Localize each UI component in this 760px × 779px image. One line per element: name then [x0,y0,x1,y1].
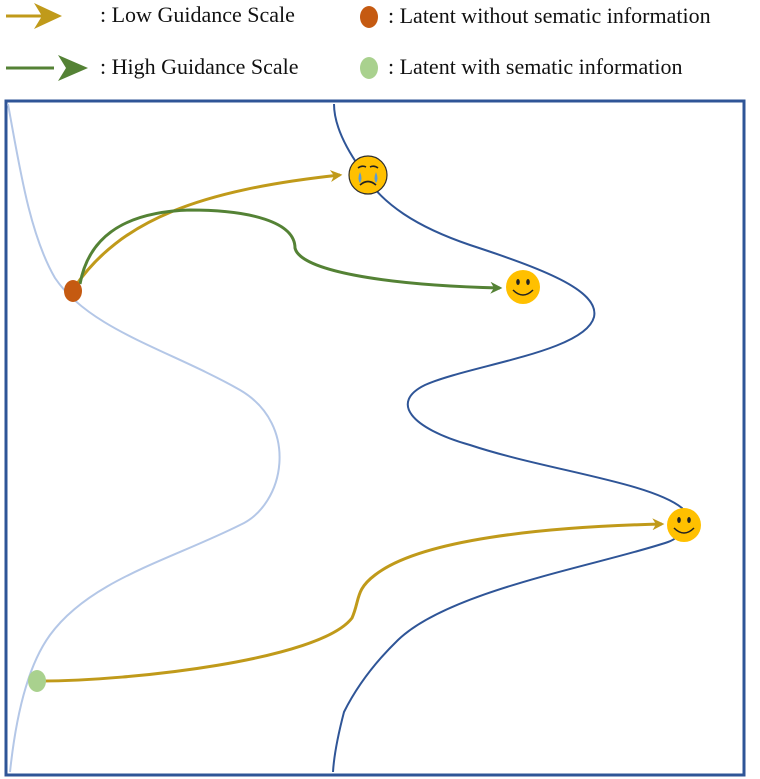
legend-latent-with-semantic: : Latent with sematic information [360,54,682,79]
low-guidance-trajectory-bottom [39,518,665,683]
high-guidance-arrowhead [58,55,88,81]
legend-high-guidance: : High Guidance Scale [6,54,299,81]
latent-without-semantic-dot-icon [360,6,378,28]
legend-label-latent-without-semantic: : Latent without sematic information [388,3,711,28]
smiling-face-icon [506,270,540,304]
high-guidance-trajectory [78,208,503,294]
crying-face-icon [348,155,388,195]
smiling-face-icon [667,508,701,542]
latent-with-semantic-dot-icon [360,57,378,79]
legend-label-low-guidance: : Low Guidance Scale [100,2,295,27]
legend-latent-without-semantic: : Latent without sematic information [360,3,711,28]
legend-low-guidance: : Low Guidance Scale [6,2,295,29]
low-guidance-arrowhead [34,3,62,29]
right-decision-boundary [332,103,687,773]
latent-without-semantic-point [64,280,82,302]
latent-with-semantic-point [28,670,46,692]
legend-label-latent-with-semantic: : Latent with sematic information [388,54,682,79]
legend: : Low Guidance Scale : High Guidance Sca… [6,2,711,81]
left-decision-boundary [7,103,281,773]
legend-label-high-guidance: : High Guidance Scale [100,54,299,79]
plot-frame [4,99,746,777]
